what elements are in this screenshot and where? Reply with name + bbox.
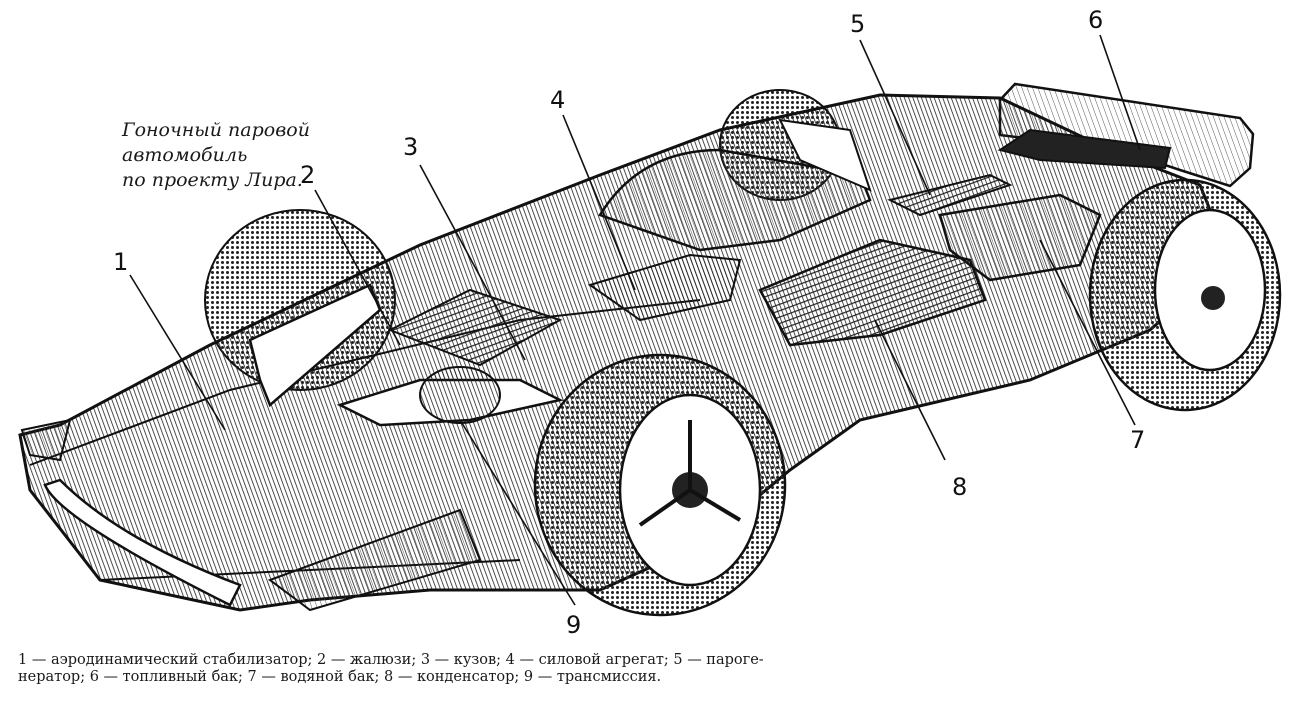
- condenser: [758, 238, 987, 347]
- front-spoiler: [20, 418, 482, 612]
- callout-label-8: 8: [952, 473, 967, 501]
- callout-label-2: 2: [300, 161, 315, 189]
- fuel-tank: [997, 128, 1172, 170]
- power-unit: [587, 253, 742, 322]
- leader-lines: [129, 34, 1141, 606]
- figure-caption-line2: нератор; 6 — топливный бак; 7 — водяной …: [18, 669, 662, 685]
- front-right-wheel: [533, 353, 787, 617]
- water-tank: [938, 193, 1102, 282]
- callout-label-3: 3: [403, 133, 418, 161]
- figure-caption: 1 — аэродинамический стабилизатор; 2 — ж…: [18, 652, 1018, 686]
- callout-labels: 1 2 3 4 5 6 7 8 9: [113, 6, 1145, 639]
- callout-label-5: 5: [850, 10, 865, 38]
- steam-generator: [887, 173, 1013, 217]
- callout-label-6: 6: [1088, 6, 1103, 34]
- air-intake: [248, 283, 382, 408]
- cockpit: [598, 118, 872, 252]
- race-car-illustration: 1 2 3 4 5 6 7 8 9: [18, 6, 1282, 639]
- callout-label-9: 9: [566, 611, 581, 639]
- rear-right-wheel: [1088, 178, 1282, 412]
- callout-label-1: 1: [113, 248, 128, 276]
- figure-title-line1: Гоночный паровой автомобиль: [122, 119, 310, 166]
- figure-title-line2: по проекту Лира.: [122, 169, 303, 191]
- figure-caption-line1: 1 — аэродинамический стабилизатор; 2 — ж…: [18, 652, 764, 668]
- figure-title: Гоночный паровой автомобиль по проекту Л…: [122, 118, 422, 193]
- louvres: [387, 288, 563, 367]
- transmission: [336, 366, 564, 427]
- callout-label-4: 4: [550, 86, 565, 114]
- callout-label-7: 7: [1130, 426, 1145, 454]
